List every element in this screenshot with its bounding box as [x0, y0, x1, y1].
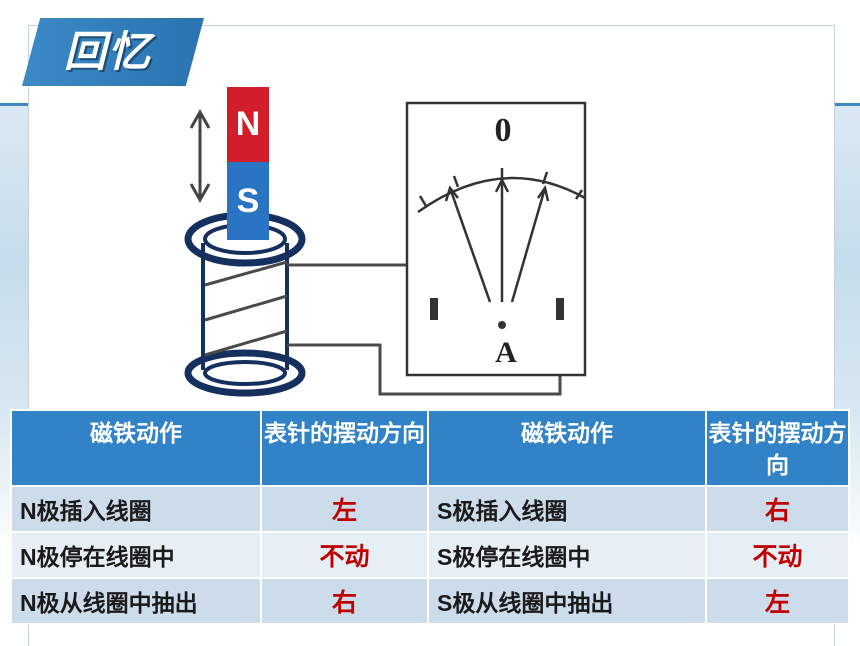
table-cell-action: N极插入线圈 — [10, 485, 262, 533]
table-row: N极停在线圈中 不动 S极停在线圈中 不动 — [10, 531, 850, 579]
meter-needles — [444, 177, 550, 303]
ammeter — [405, 101, 587, 377]
table-cell-action: S极停在线圈中 — [427, 531, 707, 579]
table-cell-direction: 不动 — [705, 531, 850, 579]
table-cell-action: S极插入线圈 — [427, 485, 707, 533]
title-banner — [22, 18, 204, 86]
meter-zero-label: 0 — [494, 112, 512, 149]
magnet-north-pole: N — [227, 87, 269, 162]
meter-unit-label: A — [495, 336, 517, 369]
table-cell-direction: 右 — [260, 577, 429, 625]
table-row: N极插入线圈 左 S极插入线圈 右 — [10, 485, 850, 533]
table-cell-action: N极从线圈中抽出 — [10, 577, 262, 625]
table-cell-direction: 左 — [705, 577, 850, 625]
slide-title: 回忆 — [64, 27, 153, 76]
meter-terminal-left — [430, 298, 438, 320]
table-cell-action: N极停在线圈中 — [10, 531, 262, 579]
meter-terminal-right — [556, 298, 564, 320]
table-cell-direction: 左 — [260, 485, 429, 533]
table-cell-action: S极从线圈中抽出 — [427, 577, 707, 625]
table-row: N极从线圈中抽出 右 S极从线圈中抽出 左 — [10, 577, 850, 625]
coil — [184, 211, 306, 397]
table-cell-direction: 右 — [705, 485, 850, 533]
table-header: 表针的摆动方向 — [260, 409, 429, 487]
table-header: 磁铁动作 — [10, 409, 262, 487]
table-header: 磁铁动作 — [427, 409, 707, 487]
magnet-south-pole: S — [227, 162, 269, 240]
observation-table: 磁铁动作 表针的摆动方向 磁铁动作 表针的摆动方向 N极插入线圈 左 S极插入线… — [10, 409, 850, 625]
table-header: 表针的摆动方向 — [705, 409, 850, 487]
table-cell-direction: 不动 — [260, 531, 429, 579]
up-down-arrow-icon — [189, 108, 211, 204]
